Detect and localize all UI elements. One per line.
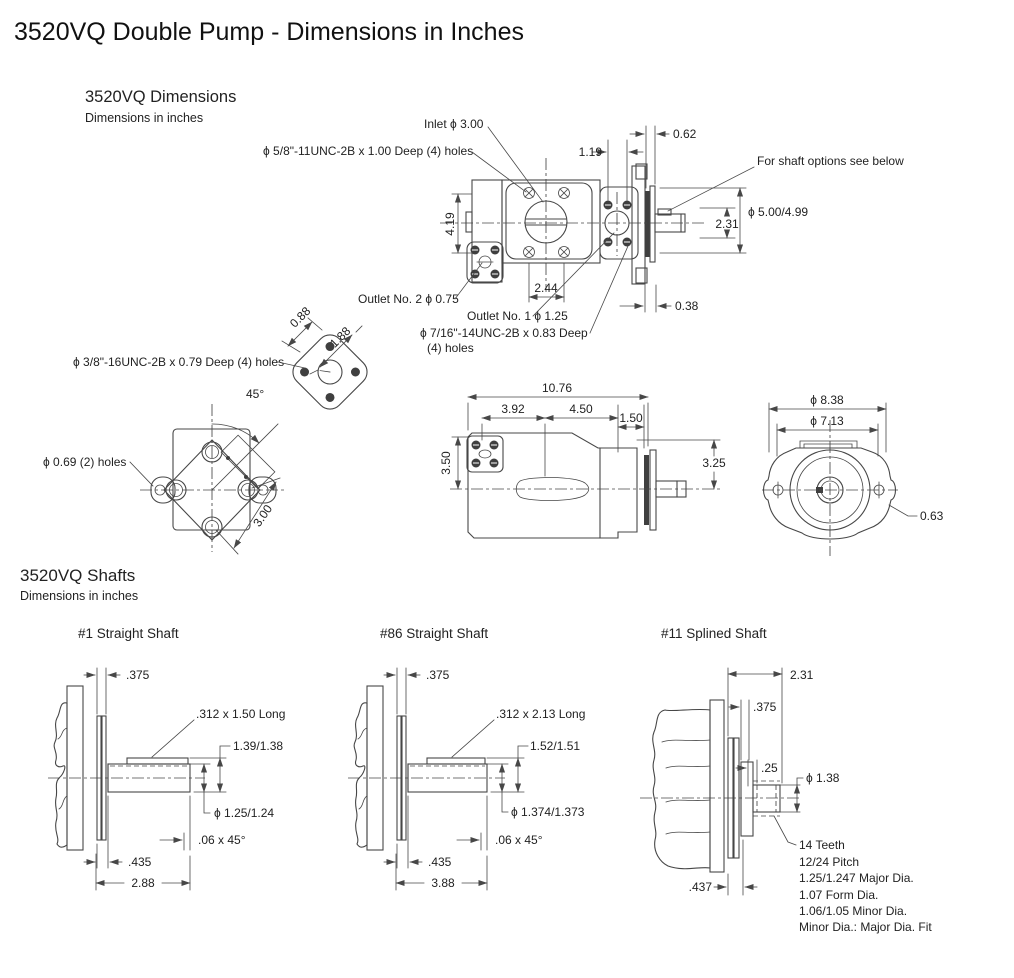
shaft86-dia-label: ϕ 1.374/1.373 — [511, 805, 585, 819]
shaft11-note-3: 1.25/1.247 Major Dia. — [799, 871, 914, 885]
shaft11-note-4: 1.07 Form Dia. — [799, 888, 878, 902]
dim-10-76: 10.76 — [542, 381, 572, 395]
side-view-dimensions: 10.76 3.92 4.50 1.50 3.50 3.25 — [439, 381, 726, 490]
mounting-plate-and-shaft — [631, 163, 686, 285]
inlet-bolt-holes — [523, 187, 570, 258]
shaft86-title: #86 Straight Shaft — [380, 626, 488, 641]
shaft11-dimensions: 2.31 .375 .25 ϕ 1.38 14 Teeth 12/24 Pitc… — [689, 667, 932, 934]
shaft11-note-6: Minor Dia.: Major Dia. Fit — [799, 920, 932, 934]
shaft86-len-label: 3.88 — [431, 876, 455, 890]
dim-7-13: ϕ 7.13 — [810, 414, 844, 428]
shafts-subheading: Dimensions in inches — [20, 589, 138, 603]
outlet1-label: Outlet No. 1 ϕ 1.25 — [467, 309, 568, 323]
shaft11-dim-375: .375 — [753, 700, 777, 714]
shaft1-dim-375: .375 — [126, 668, 150, 682]
shaft86-key-label: .312 x 2.13 Long — [496, 707, 585, 721]
outlet1-holes-label-2: (4) holes — [427, 341, 474, 355]
dim-0-62: 0.62 — [673, 127, 697, 141]
shaft86-dimensions: .375 .312 x 2.13 Long 1.52/1.51 ϕ 1.374/… — [383, 667, 585, 891]
page-title: 3520VQ Double Pump - Dimensions in Inche… — [14, 18, 524, 46]
shaft-options-note: For shaft options see below — [757, 154, 904, 168]
shaft1-dimensions: .375 .312 x 1.50 Long 1.39/1.38 ϕ 1.25/1… — [83, 667, 285, 891]
shaft11-title: #11 Splined Shaft — [661, 626, 767, 641]
dim-0-38: 0.38 — [675, 299, 699, 313]
shaft1-title: #1 Straight Shaft — [78, 626, 179, 641]
dim-1-19: 1.19 — [579, 145, 603, 159]
shaft1-len-label: 2.88 — [131, 876, 155, 890]
shaft11-dim-437: .437 — [689, 880, 713, 894]
dim-2-44: 2.44 — [534, 281, 558, 295]
shaft11-dia-label: ϕ 1.38 — [806, 771, 840, 785]
top-view: 4.19 1.19 0.62 For shaft options see bel… — [263, 117, 904, 355]
inlet-holes-label: ϕ 5/8"-11UNC-2B x 1.00 Deep (4) holes — [263, 144, 473, 158]
dim-1-50: 1.50 — [619, 411, 643, 425]
mount-flange-view: 45° 3.00 ϕ 3/8"-16UNC-2B x 0.79 Deep (4)… — [43, 355, 306, 555]
outlet1-flange — [599, 186, 639, 260]
end-view: ϕ 8.38 ϕ 7.13 0.63 — [762, 393, 944, 556]
dim-3-50: 3.50 — [439, 451, 453, 475]
outlet-flange-view: 0.88 1.88 — [281, 304, 368, 410]
shaft1-key-label: .312 x 1.50 Long — [196, 707, 285, 721]
dimensions-subheading: Dimensions in inches — [85, 111, 203, 125]
dim-8-38: ϕ 8.38 — [810, 393, 844, 407]
shaft1-view: .375 .312 x 1.50 Long 1.39/1.38 ϕ 1.25/1… — [83, 667, 285, 891]
shaft-body — [48, 685, 205, 851]
shaft11-note-2: 12/24 Pitch — [799, 855, 859, 869]
dim-4-19: 4.19 — [443, 212, 457, 236]
side-view: 10.76 3.92 4.50 1.50 3.50 3.25 — [439, 381, 726, 539]
outlet2-flange — [466, 241, 504, 284]
dim-0-63: 0.63 — [920, 509, 944, 523]
shaft11-view: 2.31 .375 .25 ϕ 1.38 14 Teeth 12/24 Pitc… — [640, 667, 932, 934]
shaft11-dim-25: .25 — [761, 761, 778, 775]
dim-4-50: 4.50 — [569, 402, 593, 416]
shaft1-dia-label: ϕ 1.25/1.24 — [214, 806, 274, 820]
shaft11-note-1: 14 Teeth — [799, 838, 845, 852]
shaft11-note-5: 1.06/1.05 Minor Dia. — [799, 904, 907, 918]
inlet-label: Inlet ϕ 3.00 — [424, 117, 484, 131]
shaft86-height-label: 1.52/1.51 — [530, 739, 580, 753]
shaft1-chamfer-label: .06 x 45° — [198, 833, 246, 847]
dim-2-31: 2.31 — [715, 217, 739, 231]
shaft86-chamfer-label: .06 x 45° — [495, 833, 543, 847]
shaft86-view: .375 .312 x 2.13 Long 1.52/1.51 ϕ 1.374/… — [347, 667, 585, 891]
end-view-dimensions: ϕ 8.38 ϕ 7.13 0.63 — [768, 393, 944, 523]
dimensions-heading: 3520VQ Dimensions — [85, 88, 236, 106]
outlet1-holes-label-1: ϕ 7/16"-14UNC-2B x 0.83 Deep — [420, 326, 588, 340]
mount-holes-label: ϕ 3/8"-16UNC-2B x 0.79 Deep (4) holes — [73, 355, 284, 369]
outlet2-label: Outlet No. 2 ϕ 0.75 — [358, 292, 459, 306]
dim-3-00: 3.00 — [250, 502, 275, 529]
top-view-dimensions: 4.19 1.19 0.62 For shaft options see bel… — [263, 117, 904, 355]
shafts-heading: 3520VQ Shafts — [20, 566, 135, 585]
dim-3-25: 3.25 — [702, 456, 726, 470]
dim-0-88: 0.88 — [287, 304, 314, 331]
ear-holes-label: ϕ 0.69 (2) holes — [43, 455, 126, 469]
shaft1-dim-435: .435 — [128, 855, 152, 869]
shaft86-dim-375: .375 — [426, 668, 450, 682]
shaft86-dim-435: .435 — [428, 855, 452, 869]
shaft11-dim-231: 2.31 — [790, 668, 814, 682]
shaft1-height-label: 1.39/1.38 — [233, 739, 283, 753]
dim-45-deg: 45° — [246, 387, 264, 401]
dim-3-92: 3.92 — [501, 402, 525, 416]
dim-5-00: ϕ 5.00/4.99 — [748, 205, 808, 219]
